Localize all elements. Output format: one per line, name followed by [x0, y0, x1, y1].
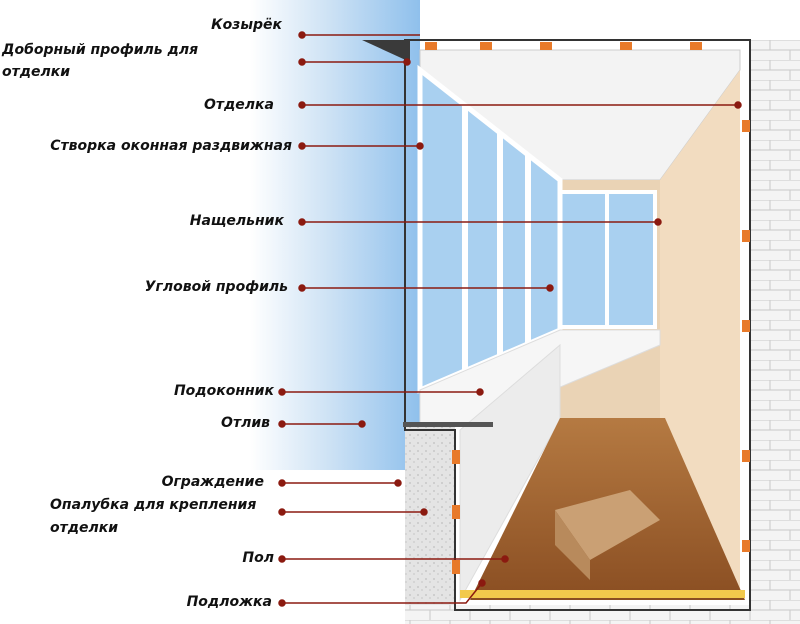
label-stvorka: Створка оконная раздвижная: [50, 138, 292, 154]
drip-sill: [403, 422, 493, 427]
side-wall: [660, 70, 740, 600]
label-pol: Пол: [242, 550, 274, 566]
sky-background: [250, 0, 420, 470]
label-opalubka-line2: отделки: [50, 520, 119, 536]
label-otdelka: Отделка: [203, 97, 274, 113]
fence-concrete: [405, 425, 455, 624]
insulation-blocks: [425, 42, 750, 574]
brick-wall: [750, 40, 800, 624]
label-podokonnik: Подоконник: [173, 383, 274, 399]
label-otliv: Отлив: [221, 415, 270, 431]
label-kozyrek: Козырёк: [211, 17, 282, 33]
label-opalubka-line1: Опалубка для крепления: [50, 497, 257, 513]
label-ograzhdenie: Ограждение: [161, 474, 264, 490]
underlay: [460, 590, 745, 598]
label-dobor-line2: отделки: [2, 64, 71, 80]
canopy: [362, 40, 410, 62]
leader-lines: [278, 31, 742, 607]
label-naschelnik: Нащельник: [189, 213, 284, 229]
label-dobor-line1: Доборный профиль для: [2, 42, 199, 58]
label-uglovoy: Угловой профиль: [144, 279, 288, 295]
label-podlozhka: Подложка: [186, 594, 272, 610]
balcony-frame: [404, 39, 751, 611]
